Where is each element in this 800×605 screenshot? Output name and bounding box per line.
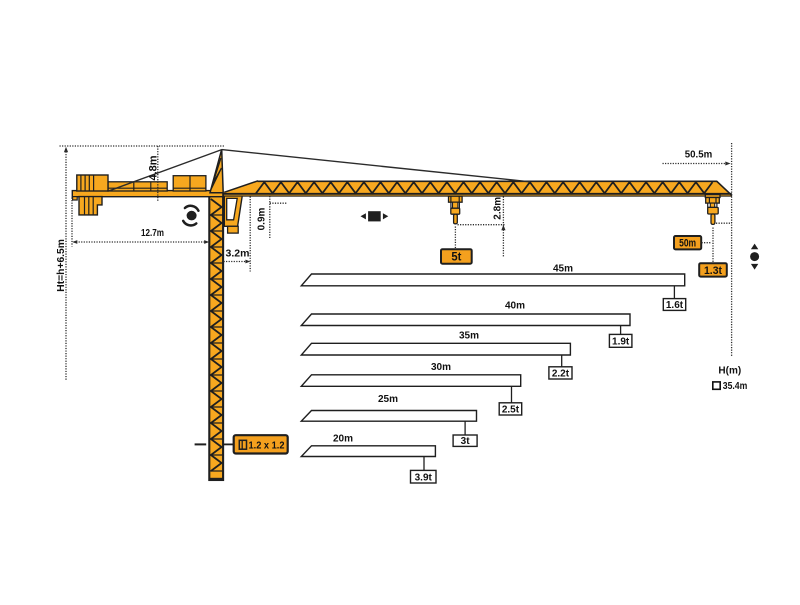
- svg-text:3.2m: 3.2m: [226, 248, 250, 260]
- svg-text:1.9t: 1.9t: [612, 336, 630, 347]
- svg-text:50m: 50m: [679, 238, 696, 250]
- svg-text:30m: 30m: [431, 362, 451, 373]
- svg-text:1.2 x 1.2: 1.2 x 1.2: [249, 440, 285, 452]
- svg-text:1.3t: 1.3t: [704, 265, 722, 277]
- svg-text:3.9t: 3.9t: [415, 472, 433, 483]
- svg-text:4.8m: 4.8m: [147, 155, 159, 180]
- svg-text:5t: 5t: [451, 249, 461, 263]
- svg-text:H(m): H(m): [718, 365, 741, 376]
- svg-text:20m: 20m: [333, 434, 353, 445]
- svg-text:25m: 25m: [378, 394, 398, 405]
- svg-text:2.2t: 2.2t: [552, 368, 570, 379]
- svg-text:2.8m: 2.8m: [492, 197, 503, 220]
- svg-text:3t: 3t: [461, 436, 471, 447]
- svg-text:50.5m: 50.5m: [685, 149, 713, 161]
- svg-text:12.7m: 12.7m: [141, 228, 164, 239]
- svg-text:45m: 45m: [553, 263, 573, 274]
- svg-text:2.5t: 2.5t: [502, 404, 520, 415]
- svg-text:1.6t: 1.6t: [666, 300, 684, 311]
- svg-text:35m: 35m: [459, 331, 479, 342]
- svg-text:35.4m: 35.4m: [723, 381, 748, 392]
- svg-text:Ht=h+6.5m: Ht=h+6.5m: [56, 239, 67, 292]
- svg-text:40m: 40m: [505, 301, 525, 312]
- svg-text:0.9m: 0.9m: [256, 207, 267, 230]
